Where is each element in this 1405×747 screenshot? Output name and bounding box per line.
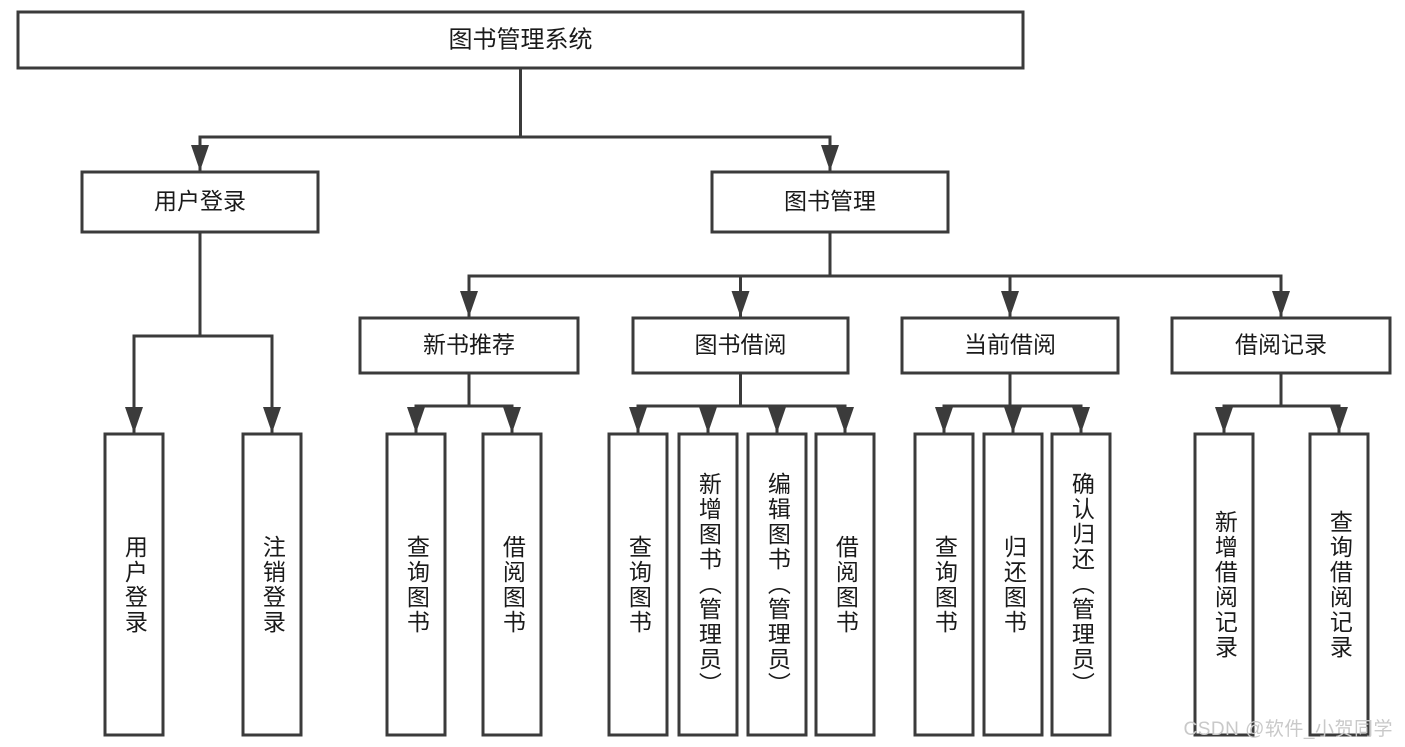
node-label-book-manage: 图书管理 xyxy=(784,188,876,214)
arrow-head-icon xyxy=(407,407,425,433)
arrow-head-icon xyxy=(629,407,647,433)
node-box-current-borrow[interactable] xyxy=(900,316,1120,375)
node-box-leaf-user-login[interactable] xyxy=(103,432,165,737)
node-box-leaf-query-book-1[interactable] xyxy=(385,432,447,737)
node-box-leaf-user-logout[interactable] xyxy=(241,432,303,737)
arrow-head-icon xyxy=(731,291,750,317)
arrow-head-icon xyxy=(1330,407,1348,433)
node-box-root[interactable] xyxy=(16,10,1025,70)
node-label-new-book-recommend: 新书推荐 xyxy=(423,332,515,358)
arrow-head-icon xyxy=(191,145,209,171)
arrow-head-icon xyxy=(460,291,478,317)
watermark: CSDN @软件_小贺同学 xyxy=(1183,719,1393,740)
node-box-leaf-borrow-book-2[interactable] xyxy=(814,432,876,737)
node-box-user-login[interactable] xyxy=(80,170,320,234)
node-box-new-book-recommend[interactable] xyxy=(358,316,580,375)
arrow-head-icon xyxy=(699,407,717,433)
node-box-leaf-query-book-2[interactable] xyxy=(607,432,669,737)
arrow-head-icon xyxy=(1072,407,1090,433)
node-box-leaf-edit-book[interactable] xyxy=(746,432,808,737)
connectors-layer xyxy=(125,66,1348,434)
arrow-head-icon xyxy=(836,407,854,433)
node-box-leaf-add-record[interactable] xyxy=(1193,432,1255,737)
arrow-head-icon xyxy=(503,407,521,433)
arrow-head-icon xyxy=(1215,407,1233,433)
node-box-leaf-query-book-3[interactable] xyxy=(913,432,975,737)
node-label-user-login: 用户登录 xyxy=(154,188,246,214)
node-label-current-borrow: 当前借阅 xyxy=(964,332,1056,358)
node-label-root: 图书管理系统 xyxy=(449,26,593,53)
node-label-book-borrow: 图书借阅 xyxy=(695,332,787,358)
arrow-head-icon xyxy=(125,407,143,433)
arrow-head-icon xyxy=(1001,291,1019,317)
node-box-leaf-return-book[interactable] xyxy=(982,432,1044,737)
node-box-borrow-record[interactable] xyxy=(1170,316,1392,375)
arrow-head-icon xyxy=(821,145,839,171)
node-box-leaf-confirm-return[interactable] xyxy=(1050,432,1112,737)
node-box-book-borrow[interactable] xyxy=(631,316,850,375)
arrow-head-icon xyxy=(1272,291,1290,317)
node-box-book-manage[interactable] xyxy=(710,170,950,234)
arrow-head-icon xyxy=(935,407,953,433)
node-box-leaf-borrow-book-1[interactable] xyxy=(481,432,543,737)
arrow-head-icon xyxy=(1004,407,1022,433)
node-label-borrow-record: 借阅记录 xyxy=(1235,332,1327,358)
arrow-head-icon xyxy=(263,407,281,433)
node-box-leaf-add-book[interactable] xyxy=(677,432,739,737)
node-box-leaf-query-record[interactable] xyxy=(1308,432,1370,737)
boxes-layer xyxy=(16,10,1392,737)
arrow-head-icon xyxy=(768,407,786,433)
